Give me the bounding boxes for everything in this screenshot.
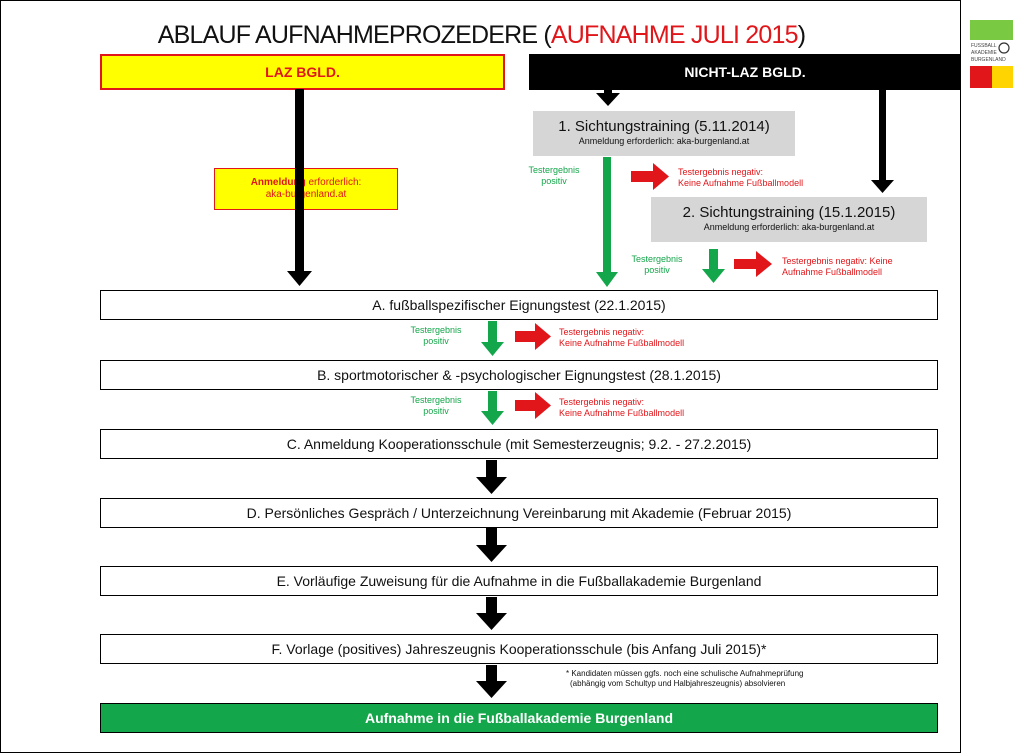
arrow-d-e-head [476, 545, 507, 562]
negative-label-line1: Testergebnis negativ: [559, 397, 645, 407]
arrow-neg-b-shaft [515, 400, 537, 411]
positive-label-line1: Testergebnis [410, 395, 462, 405]
footnote-line1: * Kandidaten müssen ggfs. noch eine schu… [566, 669, 804, 678]
arrow-c-d-head [476, 477, 507, 494]
arrow-f-final-head [476, 681, 507, 698]
slide: ABLAUF AUFNAHMEPROZEDERE (AUFNAHME JULI … [0, 0, 961, 753]
logo-text-3: BURGENLAND [971, 57, 1006, 63]
positive-label-sichtung1: Testergebnis positiv [526, 165, 582, 187]
final-admission-box: Aufnahme in die Fußballakademie Burgenla… [100, 703, 938, 733]
arrow-e-f-head [476, 613, 507, 630]
positive-label-line2: positiv [541, 176, 567, 186]
negative-label-line1: Testergebnis negativ: Keine [782, 256, 893, 266]
registration-bold: Anmeldung [250, 177, 306, 188]
positive-label-line2: positiv [423, 406, 449, 416]
arrow-laz-head [287, 271, 312, 286]
logo-red-block [970, 66, 992, 88]
arrow-neg-s2-shaft [734, 259, 758, 269]
positive-label-line2: positiv [644, 265, 670, 275]
title-suffix: ) [797, 21, 806, 49]
logo-yellow-block [992, 66, 1013, 88]
logo-ball-icon [998, 42, 1010, 54]
arrow-neg-s2-head [756, 251, 772, 277]
arrow-neg-s1-head [653, 163, 669, 190]
sichtungstraining-1-title: 1. Sichtungstraining (5.11.2014) [558, 118, 770, 135]
sichtungstraining-2-sub: Anmeldung erforderlich: aka-burgenland.a… [703, 222, 875, 232]
step-e-box: E. Vorläufige Zuweisung für die Aufnahme… [100, 566, 938, 596]
title-prefix: ABLAUF AUFNAHMEPROZEDERE ( [157, 21, 552, 49]
registration-note: Anmeldung erforderlich: aka-burgenland.a… [214, 168, 398, 210]
arrow-a-b-shaft [488, 321, 497, 344]
footnote-line2: (abhängig vom Schultyp und Halbjahreszeu… [570, 679, 786, 688]
negative-label-line1: Testergebnis negativ: [678, 167, 764, 177]
positive-label-sichtung2: Testergebnis positiv [629, 254, 685, 276]
negative-label-sichtung2: Testergebnis negativ: Keine Aufnahme Fuß… [782, 256, 952, 278]
arrow-neg-b-head [535, 392, 551, 419]
arrow-b-c-head [481, 411, 504, 425]
step-d-box: D. Persönliches Gespräch / Unterzeichnun… [100, 498, 938, 528]
negative-label-line2: Keine Aufnahme Fußballmodell [559, 408, 685, 418]
arrow-f-final-shaft [486, 665, 497, 682]
arrow-d-e-shaft [486, 528, 497, 546]
negative-label-line1: Testergebnis negativ: [559, 327, 645, 337]
laz-column-header: LAZ BGLD. [100, 54, 505, 90]
arrow-laz-shaft [295, 89, 304, 274]
registration-url: aka-burgenland.at [265, 189, 347, 200]
arrow-a-b-head [481, 342, 504, 356]
logo-green-band [970, 20, 1013, 40]
page-title: ABLAUF AUFNAHMEPROZEDERE (AUFNAHME JULI … [1, 21, 962, 50]
arrow-s2-a-head [702, 269, 725, 283]
step-f-box: F. Vorlage (positives) Jahreszeugnis Koo… [100, 634, 938, 664]
step-a-box: A. fußballspezifischer Eignungstest (22.… [100, 290, 938, 320]
positive-label-step-a: Testergebnis positiv [408, 325, 464, 347]
positive-label-line1: Testergebnis [410, 325, 462, 335]
sichtungstraining-2-title: 2. Sichtungstraining (15.1.2015) [682, 204, 896, 221]
arrow-s1-a-head [596, 272, 618, 287]
positive-label-line2: positiv [423, 336, 449, 346]
logo-text-1: FUSSBALL [971, 43, 997, 49]
arrow-e-f-shaft [486, 597, 497, 614]
arrow-s2-a-shaft [709, 249, 718, 270]
arrow-c-d-shaft [486, 460, 497, 478]
arrow-nicht-s2-shaft [879, 89, 886, 182]
arrow-nicht-s1-shaft [604, 89, 612, 94]
positive-label-line1: Testergebnis [528, 165, 580, 175]
step-b-box: B. sportmotorischer & -psychologischer E… [100, 360, 938, 390]
title-highlight: AUFNAHME JULI 2015 [550, 21, 799, 49]
positive-label-step-b: Testergebnis positiv [408, 395, 464, 417]
arrow-nicht-s2-head [871, 180, 894, 193]
sichtungstraining-2-box: 2. Sichtungstraining (15.1.2015) Anmeldu… [651, 197, 927, 242]
negative-label-step-a: Testergebnis negativ: Keine Aufnahme Fuß… [559, 327, 729, 349]
sichtungstraining-1-box: 1. Sichtungstraining (5.11.2014) Anmeldu… [533, 111, 795, 156]
step-c-box: C. Anmeldung Kooperationsschule (mit Sem… [100, 429, 938, 459]
registration-text: erforderlich: [305, 177, 362, 188]
logo-text-2: AKADEMIE [971, 50, 998, 56]
negative-label-step-b: Testergebnis negativ: Keine Aufnahme Fuß… [559, 397, 729, 419]
arrow-b-c-shaft [488, 391, 497, 414]
negative-label-line2: Keine Aufnahme Fußballmodell [678, 178, 804, 188]
arrow-nicht-s1-head [596, 93, 620, 106]
positive-label-line1: Testergebnis [631, 254, 683, 264]
negative-label-line2: Keine Aufnahme Fußballmodell [559, 338, 685, 348]
arrow-neg-s1-shaft [631, 171, 655, 182]
logo: FUSSBALL AKADEMIE BURGENLAND [970, 20, 1013, 88]
nicht-laz-column-header: NICHT-LAZ BGLD. [529, 54, 961, 90]
registration-line: Anmeldung erforderlich: [215, 177, 397, 189]
arrow-neg-a-head [535, 323, 551, 350]
negative-label-sichtung1: Testergebnis negativ: Keine Aufnahme Fuß… [678, 167, 848, 189]
sichtungstraining-1-sub: Anmeldung erforderlich: aka-burgenland.a… [578, 136, 750, 146]
negative-label-line2: Aufnahme Fußballmodell [782, 267, 883, 277]
arrow-s1-a-shaft [603, 157, 611, 273]
arrow-neg-a-shaft [515, 331, 537, 342]
footnote: * Kandidaten müssen ggfs. noch eine schu… [566, 669, 946, 689]
